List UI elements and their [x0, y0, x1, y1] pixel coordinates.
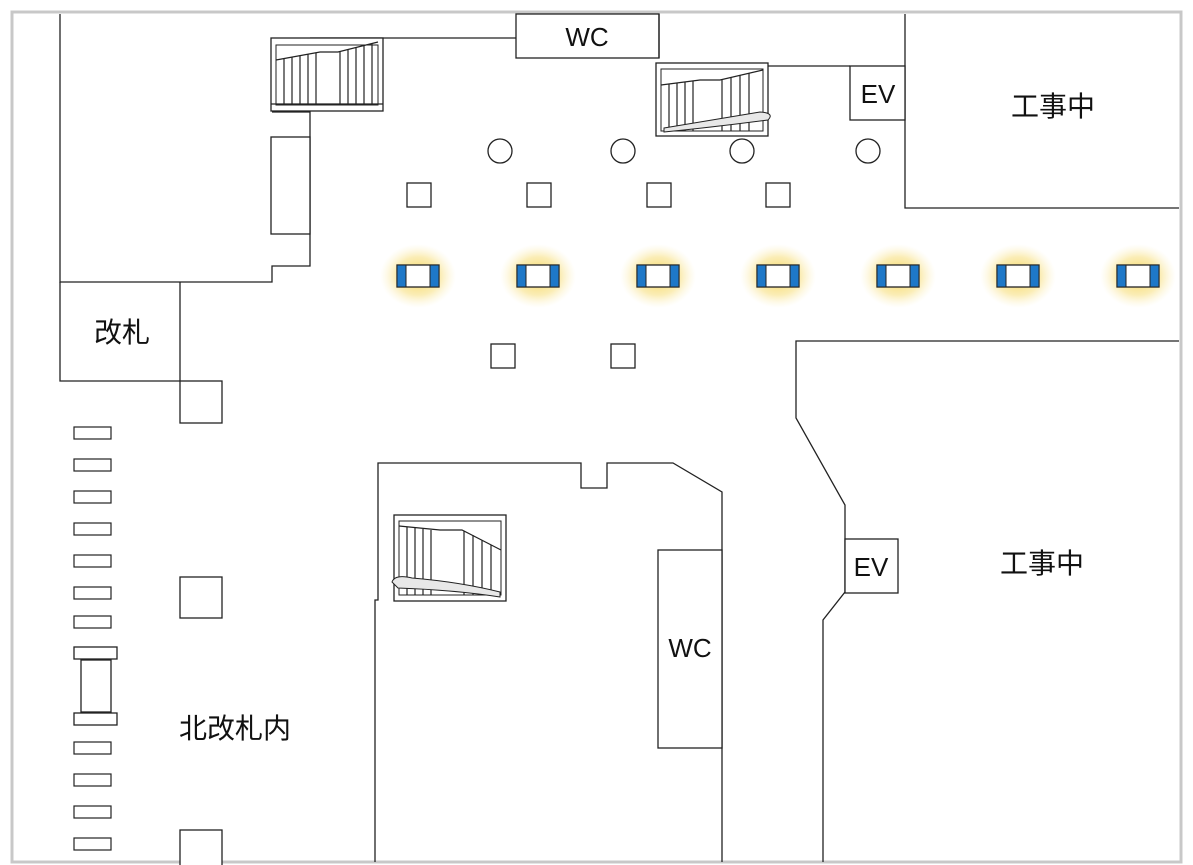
wc-top-label: WC: [565, 22, 608, 52]
wc-mid-room: [657, 549, 723, 749]
gate-booth-bottom: [73, 712, 118, 726]
gate-slot: [73, 805, 112, 819]
gate-slot: [73, 837, 112, 851]
gate-booth-top: [73, 646, 118, 660]
ticket-gate-icon: [1100, 244, 1176, 308]
wc-top-room: [515, 13, 660, 59]
gate-slot: [73, 586, 112, 600]
wall-central-lower: [374, 462, 723, 862]
ev-top-box: [849, 65, 906, 121]
gate-slot: [73, 490, 112, 504]
ticket-gate-icon: [740, 244, 816, 308]
gate-slot: [73, 773, 112, 787]
construction-mid-label: 工事中: [1000, 548, 1084, 579]
ticket-gate-booth: [59, 282, 181, 382]
pillar-squares-top: [406, 182, 791, 369]
ticket-gate-icon: [500, 244, 576, 308]
escalator-icon: [655, 62, 771, 137]
gate-slot: [73, 522, 112, 536]
construction-top-label: 工事中: [1011, 91, 1095, 122]
ev-mid-label: EV: [854, 552, 889, 582]
gate-slot: [73, 554, 112, 568]
escalator-icon: [391, 514, 507, 602]
pillar-square-left: [179, 380, 223, 424]
ticket-gate-icon: [620, 244, 696, 308]
shop-left-narrow: [270, 136, 311, 235]
gate-slot: [73, 615, 112, 629]
stairs-icon: [270, 37, 384, 112]
pillar-icon: [487, 138, 881, 164]
highlighted-ticket-gates: [380, 244, 1176, 308]
north-gate-inside-label: 北改札内: [179, 713, 291, 744]
ticket-gate-label: 改札: [94, 317, 150, 348]
ev-top-label: EV: [861, 79, 896, 109]
wc-mid-label: WC: [668, 633, 711, 663]
ticket-gate-column: [73, 426, 112, 851]
ticket-gate-icon: [380, 244, 456, 308]
ticket-gate-icon: [860, 244, 936, 308]
gate-slot: [73, 741, 112, 755]
map-frame: [10, 10, 1183, 864]
pillar-square-bottom: [179, 829, 223, 865]
gate-slot: [73, 458, 112, 472]
ev-mid-box: [844, 538, 899, 594]
wall-construction-mid: [795, 340, 1179, 862]
ticket-gate-icon: [980, 244, 1056, 308]
pillar-square-lower: [179, 576, 223, 619]
gate-slot: [73, 426, 112, 440]
gate-booth-tall: [80, 659, 112, 713]
